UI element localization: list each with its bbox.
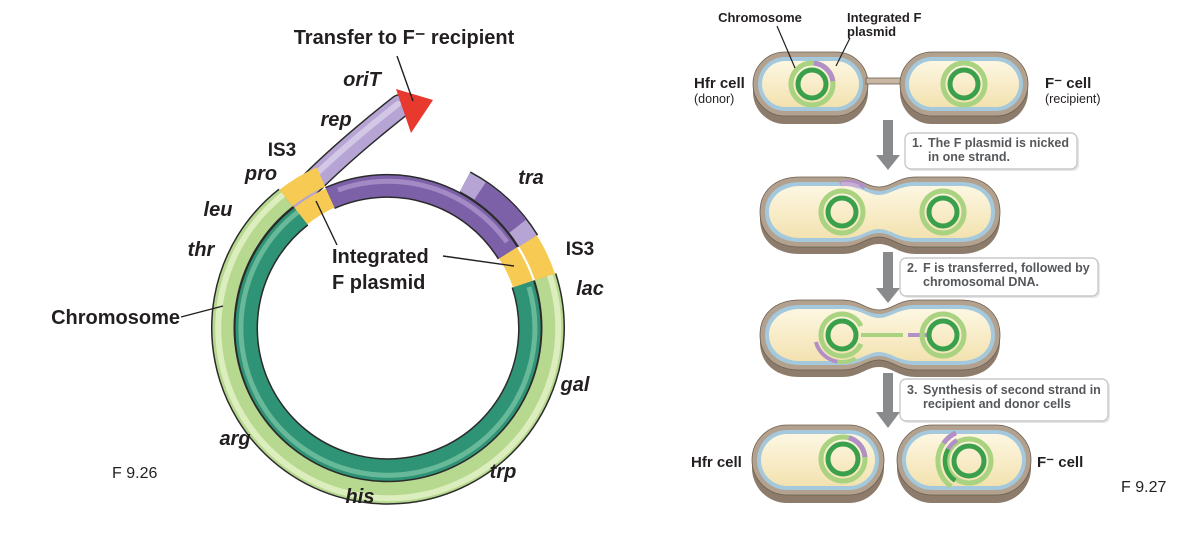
gene-label-is3-left: IS3 — [268, 140, 297, 161]
transfer-title: Transfer to F⁻ recipient — [294, 27, 515, 49]
chromosome-ring — [210, 167, 565, 505]
gene-label-gal: gal — [560, 374, 590, 396]
step-box-3: 3. Synthesis of second strand in recipie… — [899, 378, 1110, 423]
chromosome-label: Chromosome — [51, 307, 180, 329]
conjugation-steps: Chromosome Integrated F plasmid Hfr cell… — [691, 10, 1166, 503]
hfr-cell-donor — [752, 51, 869, 124]
integrated-pointer-line-left — [315, 200, 338, 246]
gene-label-thr: thr — [188, 239, 216, 261]
gene-label-arg: arg — [219, 428, 250, 450]
transfer-direction-arrow-icon — [396, 89, 433, 133]
hfr-cell-top-label: Hfr cell — [694, 75, 745, 92]
step-1-line2: in one strand. — [928, 150, 1010, 164]
integrated-f-plasmid-label-line2: F plasmid — [332, 272, 425, 294]
f-cell-final — [896, 424, 1032, 503]
chromosome-ring-outer — [788, 60, 836, 108]
step-1-line1: The F plasmid is nicked — [928, 136, 1069, 150]
step-box-2: 2. F is transferred, followed by chromos… — [899, 257, 1100, 298]
step-2-number: 2. — [907, 261, 917, 275]
chromosome-ring-inner — [795, 67, 829, 101]
figure-caption-926: F 9.26 — [112, 465, 157, 482]
conjugation-pilus — [865, 77, 903, 85]
chromosome-pointer-line — [180, 305, 224, 318]
step-3-line2: recipient and donor cells — [923, 397, 1071, 411]
received-strand-outer-green — [935, 441, 953, 489]
f-minus-cell-recipient — [899, 51, 1029, 124]
title-pointer-line — [396, 55, 414, 102]
displaced-strand-purple — [813, 341, 838, 364]
gene-label-tra: tra — [518, 167, 544, 189]
integrated-f-arc — [813, 60, 836, 82]
integrated-pointer-line-right-fig — [835, 37, 851, 67]
gene-label-lac: lac — [576, 278, 604, 300]
step-arrow-3-icon — [876, 373, 900, 428]
hfr-chromosome-map: Transfer to F⁻ recipient oriT rep IS3 pr… — [51, 27, 604, 508]
mating-pair-nicked — [759, 176, 1001, 255]
integrated-pointer-label-line1: Integrated F — [847, 10, 921, 25]
gene-label-pro: pro — [244, 163, 277, 185]
gene-label-is3-right: IS3 — [566, 239, 595, 260]
gene-label-trp: trp — [490, 461, 517, 483]
step-box-1: 1. The F plasmid is nicked in one strand… — [904, 132, 1079, 171]
step-arrow-1-icon — [876, 120, 900, 170]
f-cell-bottom-label: F⁻ cell — [1037, 454, 1083, 471]
is3-segments — [279, 167, 555, 288]
gene-label-rep: rep — [320, 109, 351, 131]
integrated-pointer-label-line2: plasmid — [847, 24, 896, 39]
step-arrow-2-icon — [876, 252, 900, 303]
chromosome-pointer-line-right-fig — [776, 25, 796, 69]
integrated-f-plasmid-label-line1: Integrated — [332, 246, 429, 268]
hfr-cell-top-role: (donor) — [694, 92, 734, 106]
nicked-f-strand-2 — [840, 181, 860, 189]
gene-label-his: his — [346, 486, 375, 508]
integrated-f-arc-final — [847, 435, 868, 458]
step-3-line1: Synthesis of second strand in — [923, 383, 1101, 397]
integrated-pointer-line-right — [442, 255, 515, 267]
received-strand-inner-purple — [946, 438, 959, 451]
step-1-number: 1. — [912, 136, 922, 150]
hfr-cell-bottom-label: Hfr cell — [691, 454, 742, 471]
step-2-line2: chromosomal DNA. — [923, 275, 1039, 289]
step-3-number: 3. — [907, 383, 917, 397]
step-2-line1: F is transferred, followed by — [923, 261, 1090, 275]
chromosome-pointer-label: Chromosome — [718, 10, 802, 25]
mating-pair-transfer — [759, 299, 1001, 378]
displaced-strand-green — [836, 356, 857, 364]
gene-label-oriT: oriT — [343, 69, 383, 91]
hfr-cell-final — [751, 424, 885, 503]
received-strand-outer-purple — [941, 430, 958, 445]
gene-label-leu: leu — [204, 199, 233, 221]
f-cell-top-label: F⁻ cell — [1045, 75, 1091, 92]
f-cell-top-role: (recipient) — [1045, 92, 1101, 106]
figure-caption-927: F 9.27 — [1121, 479, 1166, 496]
received-strand-inner-green — [942, 447, 957, 483]
